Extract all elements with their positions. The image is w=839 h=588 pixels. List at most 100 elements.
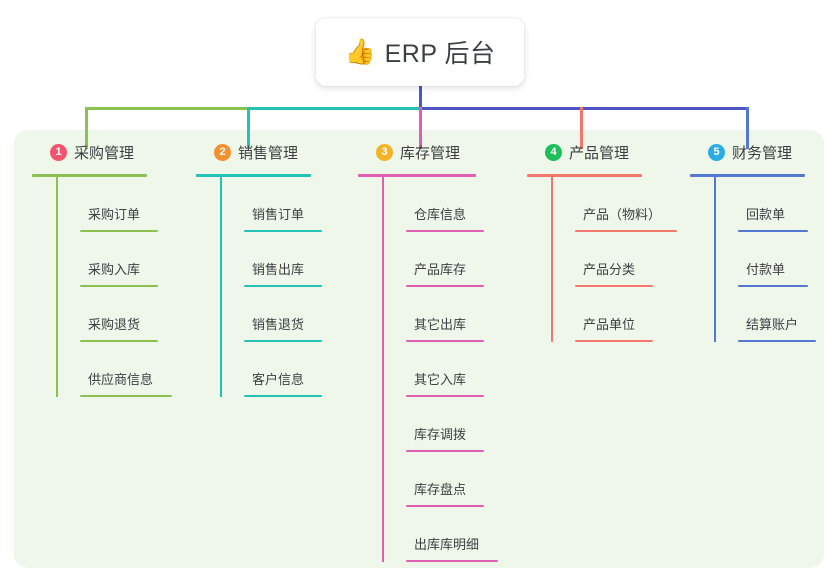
leaf-node[interactable]: 产品（物料） [551, 177, 677, 232]
leaf-rule [406, 505, 484, 507]
leaf-label: 仓库信息 [414, 207, 467, 222]
leaf-node[interactable]: 采购入库 [56, 232, 182, 287]
leaf-node[interactable]: 产品分类 [551, 232, 677, 287]
root-title: ERP 后台 [384, 40, 496, 68]
leaf-label: 库存盘点 [414, 482, 467, 497]
leaf-label: 采购入库 [88, 262, 141, 277]
column-spine-2 [220, 177, 222, 397]
leaf-node[interactable]: 销售退货 [220, 287, 346, 342]
column-badge-3: 3 [376, 143, 393, 161]
leaf-rule [80, 285, 158, 287]
leaf-label: 客户信息 [252, 372, 305, 387]
bus-drop-3 [419, 107, 422, 149]
column-body-5: 回款单付款单结算账户 [690, 177, 839, 342]
leaf-label: 采购退货 [88, 317, 141, 332]
leaf-rule [406, 285, 484, 287]
column-header-2[interactable]: 2 销售管理 [196, 130, 346, 174]
leaf-label: 产品库存 [414, 262, 467, 277]
column-badge-4: 4 [545, 143, 562, 161]
leaf-node[interactable]: 库存盘点 [382, 452, 508, 507]
column-header-rule-3 [358, 174, 476, 177]
leaf-label: 销售出库 [252, 262, 305, 277]
leaf-node[interactable]: 产品单位 [551, 287, 677, 342]
leaf-rule [575, 230, 677, 232]
column-header-rule-5 [690, 174, 805, 177]
thumbs-up-icon: 👍 [344, 37, 376, 66]
column-header-rule-4 [527, 174, 642, 177]
leaf-node[interactable]: 仓库信息 [382, 177, 508, 232]
column-badge-5: 5 [708, 143, 725, 161]
leaf-label: 出库库明细 [414, 537, 480, 552]
column-header-5[interactable]: 5 财务管理 [690, 130, 839, 174]
bus-drop-2 [247, 107, 250, 149]
column-header-4[interactable]: 4 产品管理 [527, 130, 677, 174]
leaf-label: 其它出库 [414, 317, 467, 332]
root-stem-connector [419, 86, 422, 108]
leaf-node[interactable]: 供应商信息 [56, 342, 182, 397]
leaf-label: 付款单 [746, 262, 786, 277]
column-2: 2 销售管理销售订单销售出库销售退货客户信息 [196, 130, 346, 397]
column-title-2: 销售管理 [238, 144, 299, 162]
leaf-label: 产品单位 [583, 317, 636, 332]
leaf-node[interactable]: 其它出库 [382, 287, 508, 342]
leaf-node[interactable]: 销售订单 [220, 177, 346, 232]
column-header-1[interactable]: 1 采购管理 [32, 130, 182, 174]
leaf-node[interactable]: 出库库明细 [382, 507, 508, 562]
leaf-node[interactable]: 结算账户 [714, 287, 839, 342]
leaf-rule [244, 285, 322, 287]
leaf-rule [406, 560, 498, 562]
column-5: 5 财务管理回款单付款单结算账户 [690, 130, 839, 342]
leaf-label: 产品分类 [583, 262, 636, 277]
leaf-node[interactable]: 采购订单 [56, 177, 182, 232]
bus-drop-5 [746, 107, 749, 149]
leaf-node[interactable]: 销售出库 [220, 232, 346, 287]
leaf-label: 回款单 [746, 207, 786, 222]
bus-drop-4 [580, 107, 583, 149]
leaf-rule [406, 340, 484, 342]
leaf-label: 结算账户 [746, 317, 799, 332]
column-3: 3 库存管理仓库信息产品库存其它出库其它入库库存调拨库存盘点出库库明细 [358, 130, 508, 562]
diagram-panel [14, 130, 824, 568]
leaf-label: 采购订单 [88, 207, 141, 222]
leaf-node[interactable]: 库存调拨 [382, 397, 508, 452]
leaf-node[interactable]: 付款单 [714, 232, 839, 287]
column-badge-1: 1 [50, 143, 67, 161]
leaf-node[interactable]: 产品库存 [382, 232, 508, 287]
column-body-3: 仓库信息产品库存其它出库其它入库库存调拨库存盘点出库库明细 [358, 177, 508, 562]
leaf-node[interactable]: 回款单 [714, 177, 839, 232]
column-spine-1 [56, 177, 58, 397]
leaf-rule [244, 340, 322, 342]
leaf-label: 销售退货 [252, 317, 305, 332]
leaf-rule [80, 340, 158, 342]
column-title-3: 库存管理 [400, 144, 461, 162]
bus-segment-3 [419, 107, 749, 110]
leaf-rule [406, 395, 484, 397]
leaf-rule [406, 450, 484, 452]
bus-segment-1 [85, 107, 247, 110]
column-body-1: 采购订单采购入库采购退货供应商信息 [32, 177, 182, 397]
column-header-rule-1 [32, 174, 147, 177]
leaf-rule [738, 230, 808, 232]
leaf-rule [575, 285, 653, 287]
column-title-5: 财务管理 [732, 144, 793, 162]
column-1: 1 采购管理采购订单采购入库采购退货供应商信息 [32, 130, 182, 397]
leaf-node[interactable]: 其它入库 [382, 342, 508, 397]
column-spine-4 [551, 177, 553, 342]
leaf-node[interactable]: 客户信息 [220, 342, 346, 397]
bus-drop-1 [85, 107, 88, 149]
leaf-rule [738, 340, 816, 342]
column-title-4: 产品管理 [569, 144, 630, 162]
column-body-2: 销售订单销售出库销售退货客户信息 [196, 177, 346, 397]
leaf-rule [738, 285, 808, 287]
column-header-3[interactable]: 3 库存管理 [358, 130, 508, 174]
leaf-label: 销售订单 [252, 207, 305, 222]
root-node-card[interactable]: 👍 ERP 后台 [316, 18, 524, 86]
leaf-rule [244, 395, 322, 397]
leaf-rule [80, 395, 172, 397]
leaf-node[interactable]: 采购退货 [56, 287, 182, 342]
column-spine-3 [382, 177, 384, 562]
leaf-rule [575, 340, 653, 342]
column-title-1: 采购管理 [74, 144, 135, 162]
leaf-rule [244, 230, 322, 232]
column-badge-2: 2 [214, 143, 231, 161]
